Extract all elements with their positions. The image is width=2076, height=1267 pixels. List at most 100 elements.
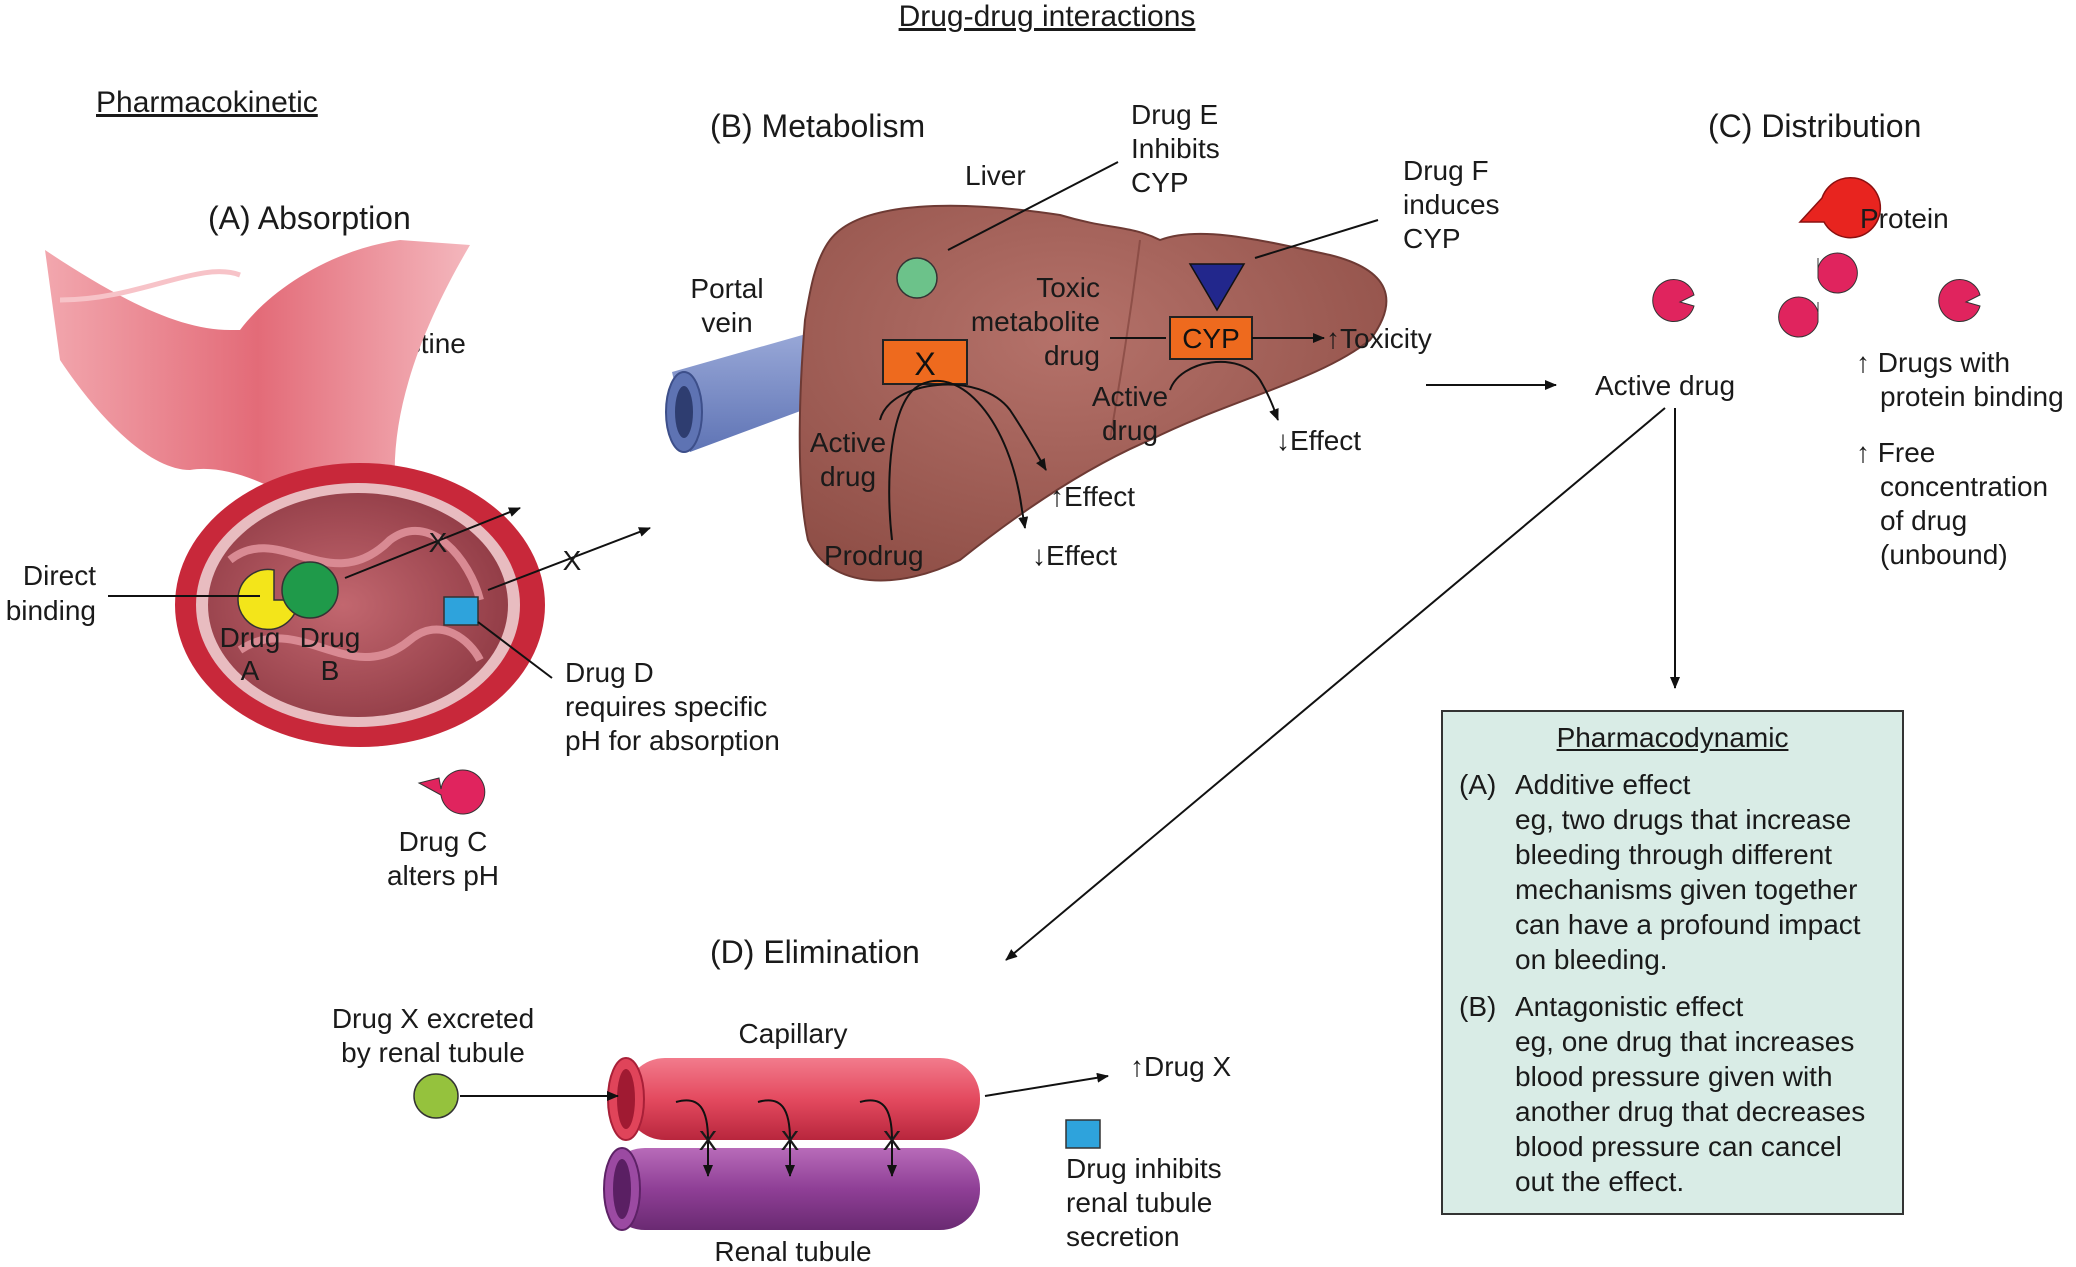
down-effect-right-label: ↓Effect <box>1276 425 1361 456</box>
portal-vein-illustration <box>665 330 830 453</box>
bound-drug-icon-2 <box>1778 296 1819 338</box>
up-effect-label: ↑Effect <box>1050 481 1135 512</box>
up-drug-x-label: ↑Drug X <box>1130 1051 1231 1082</box>
capillary-illustration <box>607 1057 980 1141</box>
drug-d-leader <box>477 621 553 679</box>
pd-item-antagonistic: (B) Antagonistic effect eg, one drug tha… <box>1443 989 1902 1199</box>
protein-icon <box>1798 176 1882 239</box>
pd-item-heading: Additive effect <box>1515 769 1691 800</box>
active-to-elimination-arrow <box>1005 407 1666 961</box>
active-drug-left-label-2: drug <box>820 461 876 492</box>
pharmacodynamic-box: Pharmacodynamic (A) Additive effect eg, … <box>1441 710 1904 1215</box>
drug-e-leader <box>947 161 1119 251</box>
secretion-block-2: X <box>781 1125 800 1156</box>
elimination-heading: (D) Elimination <box>710 934 920 970</box>
intestine-illustration <box>45 240 545 747</box>
secretion-arrow-3 <box>859 1099 897 1177</box>
active-drug-right-label-2: drug <box>1102 415 1158 446</box>
drug-e-icon <box>896 257 938 299</box>
distribution-note1-line1: ↑ Drugs with <box>1856 347 2010 378</box>
drug-d-icon <box>443 596 479 626</box>
distribution-note2-line3: of drug <box>1880 505 1967 536</box>
secretion-arrow-1 <box>675 1099 713 1177</box>
active-drug-label: Active drug <box>1595 370 1735 401</box>
distribution-note2-line1: ↑ Free <box>1856 437 1935 468</box>
drug-e-label-3: CYP <box>1131 167 1189 198</box>
distribution-note2-line4: (unbound) <box>1880 539 2008 570</box>
drug-f-label-1: Drug F <box>1403 155 1489 186</box>
toxic-label-1: Toxic <box>1036 272 1100 303</box>
drug-c-label-1: Drug C <box>399 826 488 857</box>
up-toxicity-label: ↑Toxicity <box>1326 323 1432 354</box>
absorption-arrow-ab <box>344 507 521 579</box>
inhibitor-icon <box>1065 1119 1101 1149</box>
prodrug-path <box>888 379 1029 541</box>
drug-a-label-2: A <box>241 655 260 686</box>
direct-binding-label-1: Direct <box>23 560 96 591</box>
x-box-label: X <box>914 346 935 382</box>
distribution-note2-line2: concentration <box>1880 471 2048 502</box>
cyp-label: CYP <box>1182 323 1240 354</box>
drug-x-icon <box>413 1073 459 1119</box>
diagram-title: Drug-drug interactions <box>899 0 1196 33</box>
direct-binding-label-2: binding <box>6 595 96 626</box>
drug-f-leader <box>1254 219 1379 259</box>
active-drug-path <box>879 383 1047 471</box>
drug-d-label-1: Drug D <box>565 657 654 688</box>
protein-label: Protein <box>1860 203 1949 234</box>
renal-tubule-illustration <box>603 1147 980 1231</box>
toxic-label-3: drug <box>1044 340 1100 371</box>
drug-d-label-3: pH for absorption <box>565 725 780 756</box>
drug-b-icon <box>281 561 339 619</box>
pd-item-description: eg, two drugs that increase bleeding thr… <box>1515 804 1861 975</box>
free-drug-icon-1 <box>1652 279 1695 322</box>
portal-vein-label-2: vein <box>701 307 752 338</box>
toxic-label-2: metabolite <box>971 306 1100 337</box>
drug-b-label-1: Drug <box>300 622 361 653</box>
down-effect-left-label: ↓Effect <box>1032 540 1117 571</box>
capillary-out-arrow <box>984 1072 1109 1097</box>
absorption-heading: (A) Absorption <box>208 200 411 236</box>
drug-e-label-2: Inhibits <box>1131 133 1220 164</box>
secretion-arrow-2 <box>757 1099 795 1177</box>
drug-f-icon <box>1188 263 1246 312</box>
renal-tubule-label: Renal tubule <box>714 1236 871 1262</box>
drug-f-label-3: CYP <box>1403 223 1461 254</box>
liver-label: Liver <box>965 160 1026 191</box>
secretion-block-3: X <box>883 1125 902 1156</box>
drug-f-label-2: induces <box>1403 189 1500 220</box>
pd-item-additive: (A) Additive effect eg, two drugs that i… <box>1443 767 1902 977</box>
inhibitor-label-3: secretion <box>1066 1221 1180 1252</box>
drug-b-label-2: B <box>321 655 340 686</box>
x-box <box>882 339 968 385</box>
cyp-box <box>1169 316 1253 360</box>
drug-c-icon <box>417 769 486 815</box>
drug-c-label-2: alters pH <box>387 860 499 891</box>
inhibitor-label-1: Drug inhibits <box>1066 1153 1222 1184</box>
absorption-block-mark-d: X <box>563 545 582 576</box>
free-drug-icon-2 <box>1938 279 1981 322</box>
drug-d-label-2: requires specific <box>565 691 767 722</box>
absorption-block-mark-ab: X <box>429 527 448 558</box>
distribution-note1-line2: protein binding <box>1880 381 2064 412</box>
pd-item-description: eg, one drug that increases blood pressu… <box>1515 1026 1866 1197</box>
section-pharmacokinetic: Pharmacokinetic <box>96 86 318 119</box>
pharmacodynamic-title: Pharmacodynamic <box>1556 722 1789 753</box>
portal-vein-label-1: Portal <box>690 273 763 304</box>
capillary-label: Capillary <box>739 1018 848 1049</box>
distribution-heading: (C) Distribution <box>1708 108 1921 144</box>
drug-a-label-1: Drug <box>220 622 281 653</box>
drug-x-label-2: by renal tubule <box>341 1037 525 1068</box>
active-drug-left-label-1: Active <box>810 427 886 458</box>
cyp-effect-arrow <box>1169 360 1279 421</box>
drug-e-label-1: Drug E <box>1131 99 1218 130</box>
metabolism-heading: (B) Metabolism <box>710 108 925 144</box>
pd-item-heading: Antagonistic effect <box>1515 991 1744 1022</box>
absorption-arrow-d <box>487 527 651 591</box>
prodrug-label: Prodrug <box>824 540 924 571</box>
secretion-block-1: X <box>699 1125 718 1156</box>
inhibitor-label-2: renal tubule <box>1066 1187 1212 1218</box>
drug-x-label-1: Drug X excreted <box>332 1003 534 1034</box>
active-drug-right-label-1: Active <box>1092 381 1168 412</box>
